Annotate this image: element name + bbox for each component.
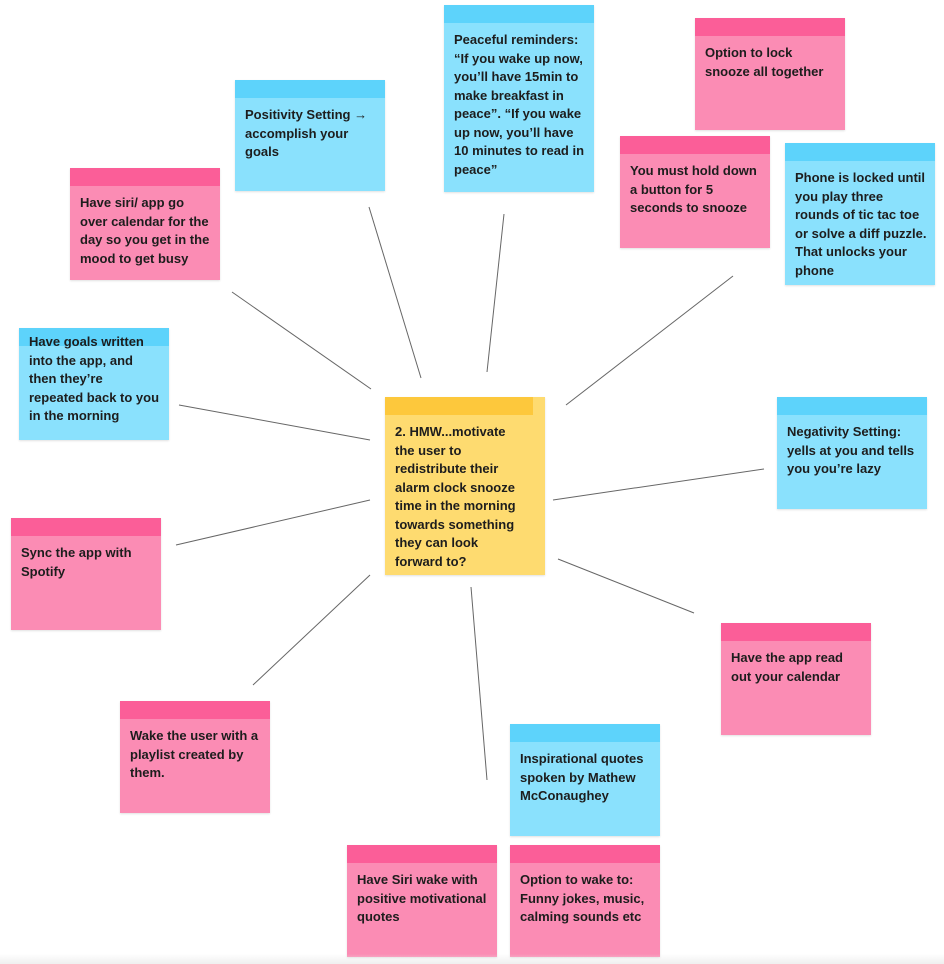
center-hmw-note[interactable]: 2. HMW...motivate the user to redistribu… <box>385 397 545 575</box>
connector-line <box>552 468 765 501</box>
note-header-bar <box>620 136 770 154</box>
sticky-note-positivity-setting[interactable]: Positivity Setting → accomplish your goa… <box>235 80 385 191</box>
connector-line <box>178 404 371 441</box>
connector-line <box>557 558 695 614</box>
note-text: Negativity Setting: yells at you and tel… <box>787 424 915 476</box>
note-text: Sync the app with Spotify <box>21 545 132 579</box>
note-header-bar <box>70 168 220 186</box>
note-text: Positivity Setting → accomplish your goa… <box>245 107 368 159</box>
connector-line <box>565 275 734 406</box>
sticky-note-sync-spotify[interactable]: Sync the app with Spotify <box>11 518 161 630</box>
sticky-note-goals-written[interactable]: Have goals written into the app, and the… <box>19 328 169 440</box>
note-header-bar <box>347 845 497 863</box>
sticky-note-read-calendar[interactable]: Have the app read out your calendar <box>721 623 871 735</box>
sticky-note-siri-quotes[interactable]: Have Siri wake with positive motivationa… <box>347 845 497 957</box>
connector-line <box>252 574 371 686</box>
note-text: Inspirational quotes spoken by Mathew Mc… <box>520 751 644 803</box>
sticky-note-wake-options[interactable]: Option to wake to: Funny jokes, music, c… <box>510 845 660 957</box>
note-text: Phone is locked until you play three rou… <box>795 170 927 278</box>
note-header-bar <box>444 5 594 23</box>
connector-line <box>231 291 372 390</box>
note-text: Have Siri wake with positive motivationa… <box>357 872 487 924</box>
note-header-bar <box>721 623 871 641</box>
note-text: 2. HMW...motivate the user to redistribu… <box>395 424 516 569</box>
note-text: Option to wake to: Funny jokes, music, c… <box>520 872 645 924</box>
sticky-note-inspirational-quotes[interactable]: Inspirational quotes spoken by Mathew Mc… <box>510 724 660 836</box>
connector-line <box>175 499 371 546</box>
note-text: Wake the user with a playlist created by… <box>130 728 259 780</box>
sticky-note-lock-snooze[interactable]: Option to lock snooze all together <box>695 18 845 130</box>
note-header-bar <box>785 143 935 161</box>
note-text: Have goals written into the app, and the… <box>29 334 160 423</box>
note-text: You must hold down a button for 5 second… <box>630 163 757 215</box>
note-header-bar <box>235 80 385 98</box>
sticky-note-playlist[interactable]: Wake the user with a playlist created by… <box>120 701 270 813</box>
canvas-bottom-edge <box>0 954 944 964</box>
connector-line <box>470 586 488 781</box>
note-header-bar <box>385 397 533 415</box>
note-header-bar <box>695 18 845 36</box>
note-header-bar <box>510 724 660 742</box>
sticky-note-siri-calendar[interactable]: Have siri/ app go over calendar for the … <box>70 168 220 280</box>
sticky-note-phone-locked[interactable]: Phone is locked until you play three rou… <box>785 143 935 285</box>
note-text: Option to lock snooze all together <box>705 45 824 79</box>
note-text: Peaceful reminders: “If you wake up now,… <box>454 32 585 177</box>
sticky-note-peaceful-reminders[interactable]: Peaceful reminders: “If you wake up now,… <box>444 5 594 192</box>
sticky-note-hold-button[interactable]: You must hold down a button for 5 second… <box>620 136 770 248</box>
note-header-bar <box>11 518 161 536</box>
sticky-note-negativity-setting[interactable]: Negativity Setting: yells at you and tel… <box>777 397 927 509</box>
note-text: Have siri/ app go over calendar for the … <box>80 195 210 266</box>
note-header-bar <box>510 845 660 863</box>
connector-line <box>486 213 505 373</box>
note-header-bar <box>19 328 169 346</box>
note-text: Have the app read out your calendar <box>731 650 843 684</box>
note-header-bar <box>120 701 270 719</box>
connector-line <box>368 206 422 379</box>
note-header-bar <box>777 397 927 415</box>
